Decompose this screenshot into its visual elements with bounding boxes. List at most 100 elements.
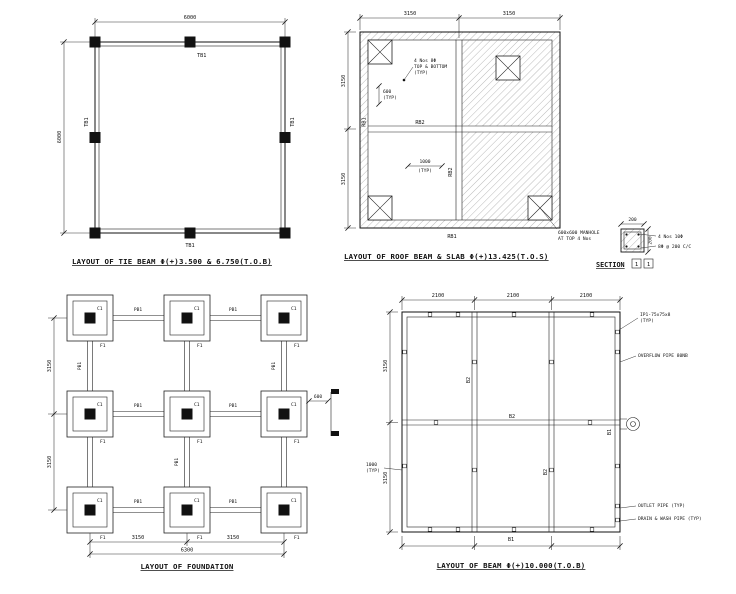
beam-label-b2-h: B2 bbox=[509, 414, 515, 420]
plinth-beam-label: PB1 bbox=[77, 362, 83, 371]
insert-plate-marker bbox=[615, 349, 620, 355]
beam-top-dimension-lines bbox=[401, 296, 621, 310]
rebar-note-line1: 4 Nos 8Φ bbox=[414, 58, 436, 64]
rebar-note-line2: TOP & BOTTOM bbox=[414, 64, 447, 70]
overflow-note: OVERFLOW PIPE 80NB bbox=[638, 353, 688, 359]
insert-plate-marker bbox=[427, 312, 433, 317]
section-mark: 1 bbox=[635, 262, 638, 268]
insert-plate-marker bbox=[615, 503, 620, 509]
section-stirrup-note: 8Φ @ 200 C/C bbox=[658, 244, 691, 250]
roof-left-dim-upper: 3150 bbox=[341, 75, 347, 88]
insert-plate-marker bbox=[455, 527, 461, 532]
inlet-dim: 1000 bbox=[366, 462, 377, 468]
tie-beam-height-dim: 6000 bbox=[57, 131, 63, 144]
section-bar-leader bbox=[638, 233, 657, 237]
footing bbox=[66, 294, 114, 350]
roof-title: LAYOUT OF ROOF BEAM & SLAB Φ(+)13.425(T.… bbox=[344, 252, 549, 261]
section-mark: 1 bbox=[647, 262, 650, 268]
foundation-title: LAYOUT OF FOUNDATION bbox=[141, 562, 234, 571]
roof-outer-wall bbox=[359, 31, 561, 229]
roof-600-typ: (TYP) bbox=[383, 95, 397, 101]
insert-plate-marker bbox=[511, 312, 517, 317]
plinth-beam-label: PB1 bbox=[271, 362, 277, 371]
footing bbox=[163, 390, 211, 446]
beam-left-dim-lower: 3150 bbox=[383, 472, 389, 485]
roof-top-dim-right: 3150 bbox=[503, 11, 516, 17]
plinth-beam-label: PB1 bbox=[134, 499, 143, 505]
footing bbox=[260, 294, 308, 350]
beam-outer-edge bbox=[401, 311, 621, 533]
insert-plate-marker bbox=[402, 349, 407, 355]
foundation-bottom-dim-left: 3150 bbox=[132, 535, 145, 541]
plinth-beam-label: PB1 bbox=[174, 458, 180, 467]
beam-label-b1-right: B1 bbox=[607, 429, 613, 435]
insert-note-line1: IP1-75x75x8 bbox=[640, 312, 671, 318]
plinth-beam-label: PB1 bbox=[229, 403, 238, 409]
beam-label-b2-v2: B2 bbox=[543, 469, 549, 475]
insert-plate-marker bbox=[402, 463, 407, 469]
manhole-note-leader bbox=[539, 207, 558, 230]
section-bar bbox=[625, 245, 628, 248]
roof-internal-beams bbox=[368, 40, 552, 220]
footing bbox=[163, 294, 211, 350]
beam-plan: 2100 2100 2100 3150 3150 bbox=[366, 293, 702, 570]
manhole-note-line1: 600x600 MANHOLE bbox=[558, 230, 600, 236]
foundation-left-dim-upper: 3150 bbox=[47, 360, 53, 373]
section-cut-flag bbox=[331, 389, 339, 394]
column-marker bbox=[279, 227, 291, 239]
roof-beam-label-bottom: RB1 bbox=[447, 234, 456, 240]
column-marker bbox=[279, 132, 291, 143]
beam-label-b1-bottom: B1 bbox=[508, 537, 514, 543]
beam-top-dim-3: 2100 bbox=[580, 293, 593, 299]
insert-plate-marker bbox=[433, 420, 439, 425]
drain-leader bbox=[619, 518, 637, 522]
insert-plate-marker bbox=[587, 420, 593, 425]
tie-beam-left-dimension-lines bbox=[60, 41, 91, 234]
rebar-callout-leader bbox=[403, 66, 414, 81]
foundation-left-dimension-lines bbox=[48, 317, 67, 511]
tie-beam-outer-edge bbox=[94, 41, 286, 234]
inlet-leader bbox=[383, 467, 403, 471]
foundation-bottom-dim-right: 3150 bbox=[227, 535, 240, 541]
manhole-opening bbox=[367, 39, 393, 65]
beam-inner-edge bbox=[406, 316, 616, 528]
roof-beam-label-inner-v: RB2 bbox=[448, 167, 454, 176]
beam-left-dimension-lines bbox=[386, 311, 398, 533]
section-bar bbox=[637, 245, 640, 248]
footing bbox=[260, 486, 308, 542]
roof-top-dimension-lines bbox=[359, 14, 561, 38]
insert-note-line2: (TYP) bbox=[640, 318, 654, 324]
beam-bottom-dimension-lines bbox=[401, 536, 621, 550]
insert-note-leader bbox=[618, 317, 639, 331]
section-detail: 200 200 4 Nos 10Φ 8Φ @ 200 C/C SECTION 1… bbox=[596, 217, 691, 269]
insert-plate-marker bbox=[549, 359, 554, 365]
tie-beam-inner-edge bbox=[98, 45, 282, 230]
manhole-opening bbox=[495, 55, 521, 81]
insert-plate-marker bbox=[472, 467, 477, 473]
manhole-opening bbox=[367, 195, 393, 221]
roof-top-dim-left: 3150 bbox=[404, 11, 417, 17]
foundation-600-dim: 600 bbox=[314, 394, 323, 400]
insert-plate-marker bbox=[472, 359, 477, 365]
section-mark-box bbox=[631, 258, 642, 269]
beam-title: LAYOUT OF BEAM Φ(+)10.000(T.O.B) bbox=[437, 561, 586, 570]
column-marker bbox=[89, 227, 101, 239]
section-title: SECTION bbox=[596, 261, 625, 269]
section-height-dim: 200 bbox=[648, 236, 654, 245]
roof-slab-hatch-top-right bbox=[462, 40, 552, 126]
footing bbox=[66, 390, 114, 446]
pipe-symbol-inner bbox=[630, 421, 636, 427]
outlet-note: OUTLET PIPE (TYP) bbox=[638, 503, 685, 509]
tie-beam-label-top: TB1 bbox=[197, 53, 206, 59]
drain-note: DRAIN & WASH PIPE (TYP) bbox=[638, 516, 702, 522]
outlet-leader bbox=[619, 505, 637, 509]
column-marker bbox=[184, 227, 196, 239]
insert-plate-marker bbox=[589, 527, 595, 532]
section-bar bbox=[637, 233, 640, 236]
column-marker bbox=[184, 36, 196, 48]
section-bar-note: 4 Nos 10Φ bbox=[658, 234, 683, 240]
tie-beam-width-dim: 6000 bbox=[184, 15, 197, 21]
section-bar bbox=[625, 233, 628, 236]
roof-600-dim: 600 bbox=[383, 89, 392, 95]
